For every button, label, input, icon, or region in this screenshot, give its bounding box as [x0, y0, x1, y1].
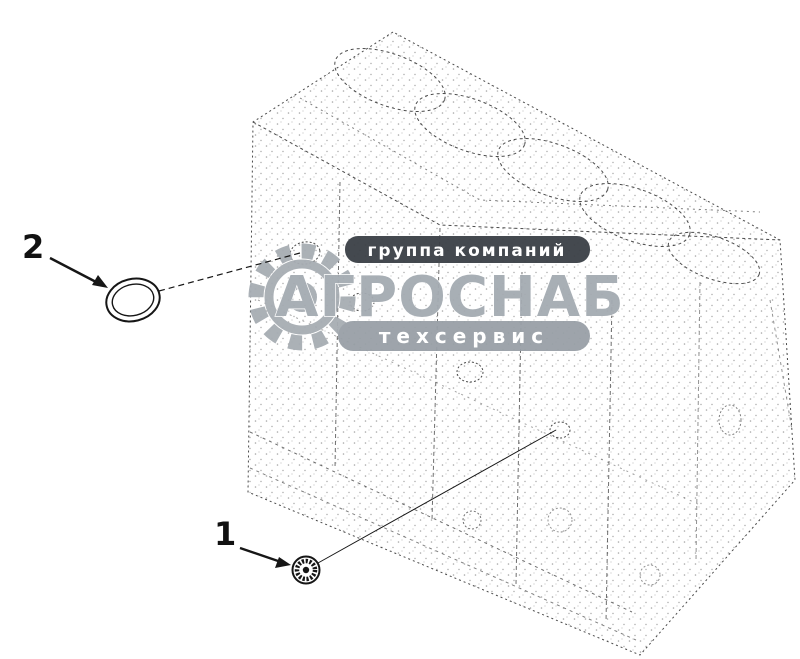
plug-knurl [294, 558, 318, 582]
part-1-threaded-plug [291, 555, 321, 585]
callout-label-1: 1 [214, 515, 236, 553]
cylinder-bore-ellipse [667, 231, 761, 285]
core-plug-hole [718, 404, 742, 436]
boss-feature [462, 510, 482, 530]
gear-teeth [248, 243, 356, 351]
callout-arrowhead-2 [92, 275, 108, 288]
sketch-line [257, 299, 701, 506]
watermark-bottom-band [338, 321, 590, 351]
plug-boss-hole [549, 421, 571, 439]
gear-rim [264, 259, 340, 335]
sketch-line [695, 281, 701, 561]
gear-logo-icon [248, 243, 356, 351]
core-plug-hole [456, 361, 484, 383]
watermark-bottom-band-text: техсервис [379, 324, 549, 348]
callout-arrow-line-2 [49, 256, 99, 285]
gear-hub [287, 282, 317, 312]
part-2-sealing-ring [105, 277, 161, 323]
callout-arrowhead-1 [275, 557, 291, 568]
sketch-line [605, 299, 613, 623]
cylinder-bore-ellipse [334, 48, 446, 112]
watermark: группа компаний АГРОСНАБ техсервис [248, 236, 625, 351]
sketch-line [249, 467, 637, 641]
sealing-ring-inner [111, 283, 155, 317]
cylinder-bore-ellipse [414, 93, 526, 157]
sealing-ring-outer [105, 277, 161, 323]
boss-feature [639, 564, 661, 586]
watermark-top-band [345, 236, 590, 263]
sketch-line [769, 299, 793, 431]
watermark-top-band-text: группа компаний [368, 241, 567, 261]
cylinder-bore-ellipse [497, 138, 609, 202]
top-face-edge [252, 121, 781, 241]
leader-line-part-1 [317, 429, 557, 564]
boss-feature [547, 507, 573, 533]
callout-arrow-line-1 [239, 546, 282, 564]
sketch-line [249, 431, 633, 613]
watermark-brand-text: АГРОСНАБ [275, 265, 625, 330]
plug-center [302, 566, 310, 574]
callout-label-2: 2 [22, 228, 44, 266]
cylinder-bore-ellipse [579, 183, 691, 247]
leader-line-part-2 [158, 252, 301, 292]
